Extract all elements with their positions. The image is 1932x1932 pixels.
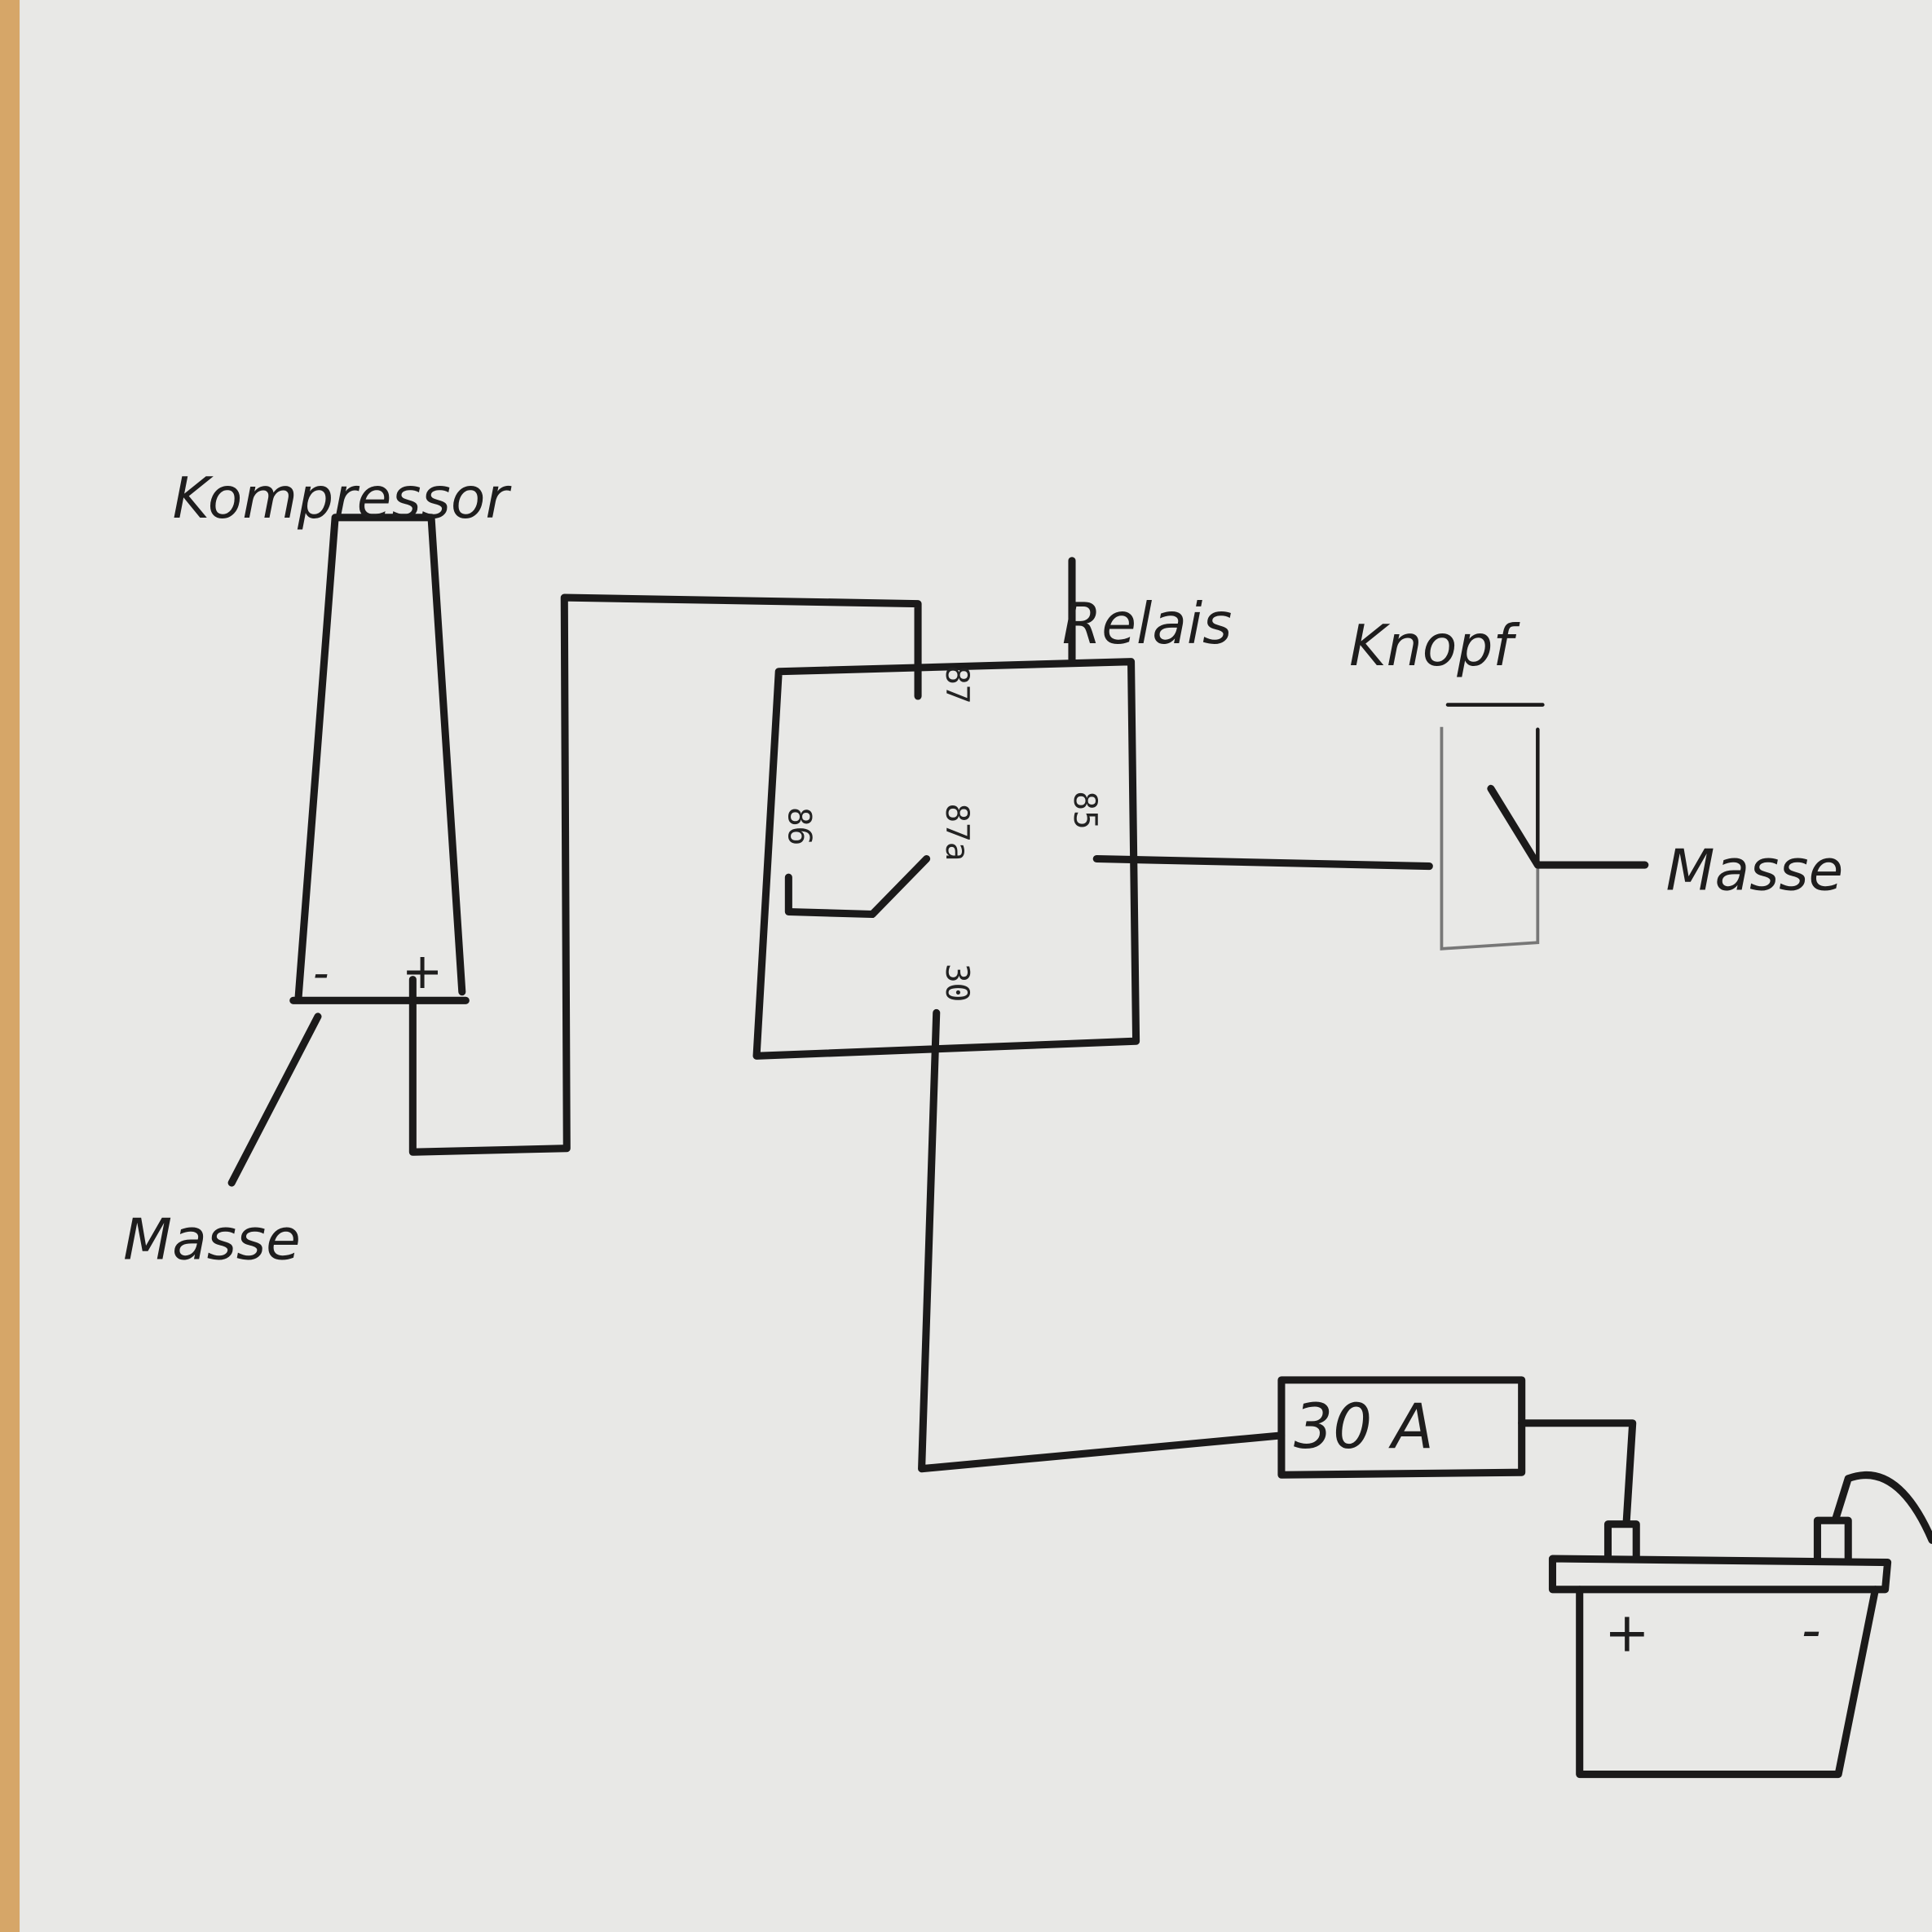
button-label: Knopf bbox=[1349, 613, 1520, 679]
pin-85: 85 bbox=[1066, 791, 1103, 829]
pin-87: 87 bbox=[938, 665, 975, 704]
fuse-label: 30 A bbox=[1294, 1391, 1434, 1462]
relay: Relais 87 86 87a 85 30 bbox=[752, 557, 1233, 1060]
fuse: 30 A bbox=[1277, 1376, 1526, 1479]
wire-30-to-fuse bbox=[918, 1008, 1286, 1473]
desk-edge bbox=[0, 0, 20, 1932]
ground-right-label: Masse bbox=[1666, 837, 1844, 903]
wire-85-to-button bbox=[1092, 854, 1433, 871]
pin-86: 86 bbox=[780, 807, 817, 845]
compressor-plus: + bbox=[402, 943, 443, 1000]
ground-left-label: Masse bbox=[123, 1207, 301, 1273]
battery-plus: + bbox=[1604, 1600, 1650, 1664]
battery-minus: - bbox=[1802, 1598, 1821, 1661]
paper bbox=[20, 0, 1932, 1932]
compressor-minus: - bbox=[313, 946, 329, 999]
wire-compressor-to-87 bbox=[408, 593, 922, 1156]
pin-30: 30 bbox=[938, 964, 975, 1002]
compressor-label: Kompressor bbox=[173, 465, 513, 532]
compressor: Kompressor - + bbox=[173, 465, 513, 1004]
pin-87a: 87a bbox=[938, 803, 975, 861]
relay-switch-contact bbox=[784, 854, 931, 919]
relay-label: Relais bbox=[1062, 591, 1233, 657]
ground-wire-left bbox=[227, 1012, 322, 1187]
battery: + - bbox=[1548, 1471, 1932, 1779]
wire-fuse-to-battery bbox=[1518, 1419, 1637, 1526]
button-switch: Knopf bbox=[1349, 613, 1649, 951]
